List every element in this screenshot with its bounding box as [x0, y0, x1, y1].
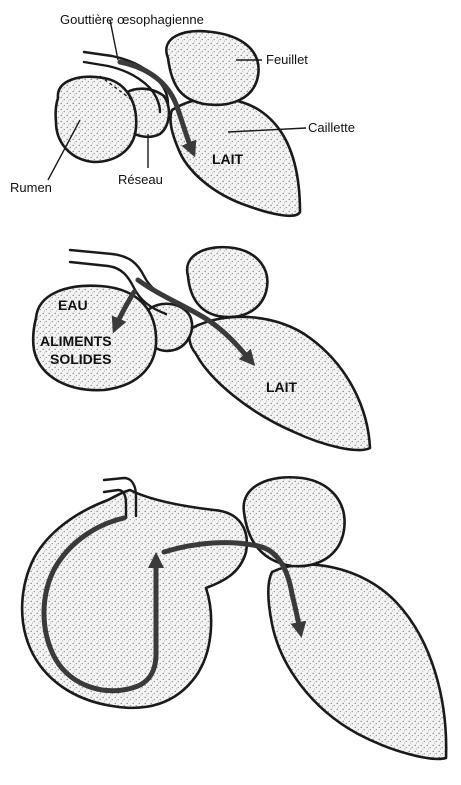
diagram-1-milk-flow: Gouttière œsophagienne Feuillet Caillett…: [10, 12, 355, 216]
label-gouttiere: Gouttière œsophagienne: [60, 12, 204, 27]
feuillet-organ: [187, 247, 267, 317]
label-feuillet: Feuillet: [266, 52, 308, 67]
label-lait-1: LAIT: [212, 151, 244, 167]
label-solides: SOLIDES: [50, 351, 111, 367]
feuillet-organ: [244, 477, 345, 566]
diagram-2-water-solids-flow: EAU ALIMENTS SOLIDES LAIT: [33, 247, 370, 450]
caillette-organ: [268, 565, 446, 759]
feuillet-organ: [166, 31, 258, 105]
label-caillette: Caillette: [308, 120, 355, 135]
label-rumen: Rumen: [10, 180, 52, 195]
rumen-reseau-organ: [22, 490, 247, 708]
label-reseau: Réseau: [118, 172, 163, 187]
label-aliments: ALIMENTS: [40, 333, 112, 349]
rumen-organ: [56, 77, 137, 162]
label-eau: EAU: [58, 297, 88, 313]
diagram-3-rumination-flow: [22, 477, 446, 759]
label-lait-2: LAIT: [266, 379, 298, 395]
